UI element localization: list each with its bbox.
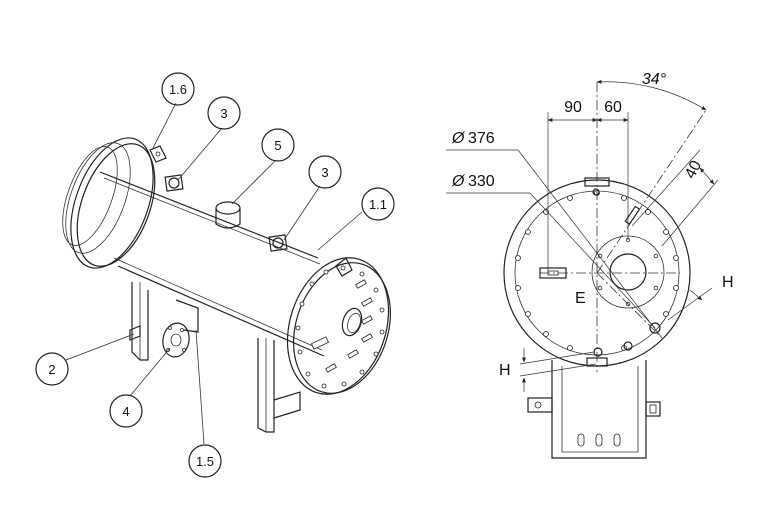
front-flange [286, 257, 392, 395]
side-nozzle-4 [162, 299, 199, 358]
dim-h-right: H [722, 274, 734, 291]
end-view: 90 60 34° 40 Ø 376 Ø 330 E [446, 71, 734, 459]
h-dimension-left: H [499, 348, 597, 392]
svg-text:4: 4 [122, 404, 129, 419]
dim-60: 60 [604, 99, 622, 116]
offset-dimension: 40 [631, 149, 719, 247]
front-flange-slots [310, 279, 373, 373]
left-support-leg [131, 282, 149, 361]
callout-3-right: 3 [308, 155, 342, 189]
callout-2: 2 [35, 352, 69, 386]
bolt-hole-ring [515, 190, 679, 351]
svg-text:Ø: Ø [451, 130, 466, 147]
dim-h-left: H [499, 362, 511, 379]
point-e-label: E [575, 290, 586, 307]
callout-1-1: 1.1 [361, 187, 395, 221]
h-dimension-right: H [667, 274, 734, 321]
center-lines [540, 82, 707, 372]
flange-slots [539, 188, 661, 357]
dim-dia-376: 376 [468, 130, 495, 147]
svg-text:1.6: 1.6 [169, 82, 187, 97]
diameter-330: Ø 330 [446, 173, 656, 329]
callout-5: 5 [261, 128, 295, 162]
dim-angle: 34° [642, 71, 667, 88]
rear-flange [62, 137, 156, 269]
svg-text:3: 3 [321, 165, 328, 180]
diameter-376: Ø 376 [446, 130, 663, 339]
vessel-shell [99, 171, 325, 357]
bracket-1-6 [149, 145, 167, 163]
isometric-view: 1.6 3 5 3 1.1 2 4 1.5 [35, 72, 395, 478]
dim-90: 90 [564, 99, 582, 116]
nozzle-3-left [164, 174, 184, 192]
nozzle-5-dome [215, 201, 241, 229]
leader-lines [65, 102, 363, 445]
nozzle-3-right [268, 234, 288, 252]
callout-1-5: 1.5 [188, 444, 222, 478]
callout-1-6: 1.6 [161, 72, 195, 106]
callout-3-left: 3 [207, 96, 241, 130]
small-bracket-2 [129, 325, 141, 341]
right-support-leg [257, 338, 301, 433]
dim-dia-330: 330 [468, 173, 495, 190]
inner-port [591, 235, 665, 309]
angle-dimension: 34° [596, 71, 707, 111]
support-stand [527, 360, 661, 459]
dim-40: 40 [682, 158, 705, 182]
svg-text:1.1: 1.1 [369, 197, 387, 212]
svg-text:Ø: Ø [451, 173, 466, 190]
callout-4: 4 [109, 394, 143, 428]
svg-text:2: 2 [48, 362, 55, 377]
svg-text:3: 3 [220, 106, 227, 121]
svg-text:1.5: 1.5 [196, 454, 214, 469]
front-flange-bolt-holes [295, 265, 385, 389]
bracket-1-1 [335, 257, 353, 277]
svg-text:5: 5 [274, 138, 281, 153]
